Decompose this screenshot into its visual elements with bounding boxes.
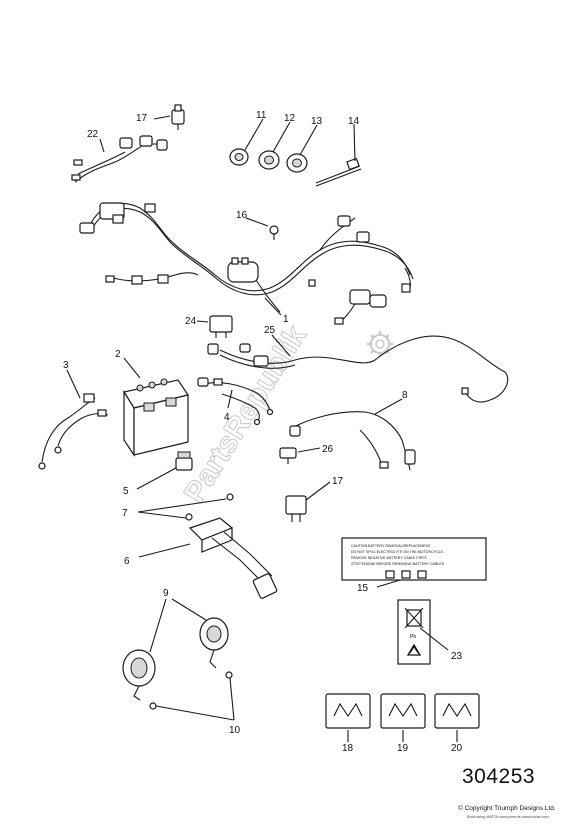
part-8-lead bbox=[289, 411, 416, 471]
callout-24: 24 bbox=[185, 316, 197, 327]
part-18-fuse bbox=[325, 693, 371, 729]
part-22-sub-harness bbox=[71, 135, 168, 183]
callout-4: 4 bbox=[224, 412, 230, 423]
part-3-battery-lead bbox=[38, 393, 109, 470]
callout-5: 5 bbox=[123, 486, 129, 497]
recycle-icon bbox=[406, 643, 422, 656]
callout-10: 10 bbox=[229, 725, 241, 736]
part-9-horn-left bbox=[122, 649, 156, 701]
callout-14: 14 bbox=[348, 116, 360, 127]
part-20-fuse bbox=[434, 693, 480, 729]
callout-17-top: 17 bbox=[136, 113, 148, 124]
crossed-bin-icon bbox=[404, 607, 424, 629]
callout-11: 11 bbox=[256, 110, 267, 121]
callout-20: 20 bbox=[451, 743, 463, 754]
callout-1: 1 bbox=[283, 314, 289, 325]
callout-6: 6 bbox=[124, 556, 130, 567]
callout-18: 18 bbox=[342, 743, 354, 754]
part-5-relay bbox=[175, 451, 193, 471]
callout-16: 16 bbox=[236, 210, 248, 221]
part-24-relay bbox=[209, 315, 233, 338]
part-6-module bbox=[188, 517, 278, 599]
callout-17-lower: 17 bbox=[332, 476, 344, 487]
callout-2: 2 bbox=[115, 349, 121, 360]
part-15-caution-label: CAUTION BATTERY REMOVAL/REPLACEMENT DO N… bbox=[341, 537, 487, 581]
callout-9: 9 bbox=[163, 588, 169, 599]
caution-line-3: REMOVE NEGATIVE BATTERY CABLE FIRST bbox=[351, 556, 428, 560]
caution-line-1: CAUTION BATTERY REMOVAL/REPLACEMENT bbox=[351, 544, 431, 548]
caution-line-2: DO NOT SPILL ELECTROLYTE ON THE MOTORCYC… bbox=[351, 550, 444, 554]
callout-23: 23 bbox=[451, 651, 463, 662]
part-1-main-harness bbox=[79, 202, 414, 325]
part-19-fuse bbox=[380, 693, 426, 729]
callout-12: 12 bbox=[284, 113, 296, 124]
part-7-screws bbox=[185, 493, 234, 521]
diagram-number: 304253 bbox=[462, 765, 536, 788]
callout-15: 15 bbox=[357, 583, 369, 594]
part-4-lead bbox=[197, 377, 274, 426]
part-10-screws bbox=[149, 671, 233, 710]
callout-22: 22 bbox=[87, 129, 99, 140]
callout-8: 8 bbox=[402, 390, 408, 401]
part-17-relay-top bbox=[171, 104, 185, 130]
part-13-grommet bbox=[286, 153, 308, 173]
part-25-harness bbox=[207, 335, 509, 403]
copyright-text: © Copyright Triumph Designs Ltd. bbox=[458, 805, 556, 812]
callout-3: 3 bbox=[63, 360, 69, 371]
part-2-battery bbox=[123, 378, 189, 457]
part-26-connector bbox=[279, 447, 297, 464]
callout-19: 19 bbox=[397, 743, 409, 754]
copyright-subtext: Built using INETA components www.ineta.c… bbox=[467, 814, 549, 819]
caution-line-4: STOP ENGINE BEFORE REMOVING BATTERY CABL… bbox=[351, 562, 445, 566]
disposal-caption: Pb bbox=[410, 634, 416, 640]
part-14-cable-tie bbox=[315, 157, 362, 187]
gear-icon bbox=[367, 331, 393, 357]
part-17-relay-lower bbox=[285, 495, 307, 522]
callout-7: 7 bbox=[122, 508, 128, 519]
part-12-grommet bbox=[258, 150, 280, 170]
callout-25: 25 bbox=[264, 325, 276, 336]
callout-26: 26 bbox=[322, 444, 334, 455]
part-9-horn-right bbox=[199, 617, 229, 669]
leader-lines bbox=[66, 115, 458, 742]
callout-13: 13 bbox=[311, 116, 323, 127]
part-16-screw bbox=[269, 225, 279, 240]
callouts: 17 22 11 12 13 14 16 1 24 25 2 3 4 8 26 … bbox=[63, 110, 463, 754]
part-11-grommet bbox=[229, 148, 249, 166]
